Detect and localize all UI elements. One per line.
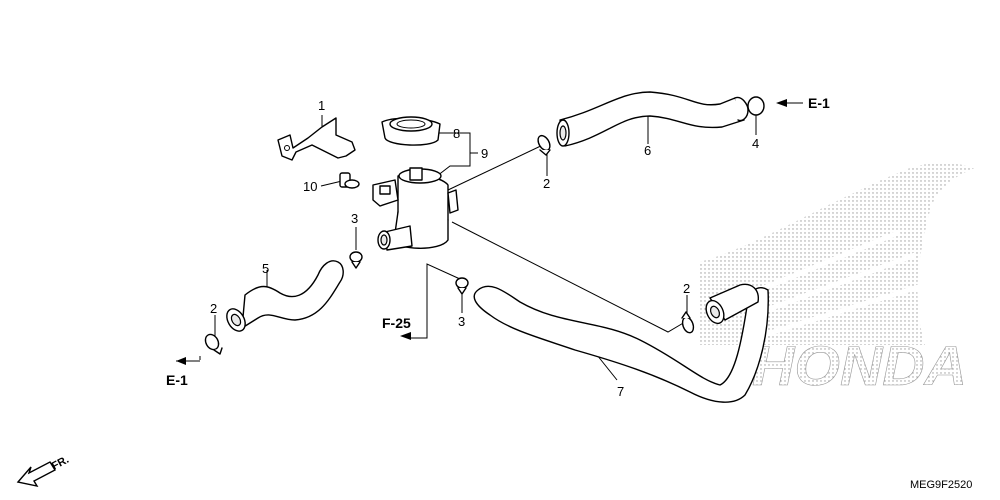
callout-7: 7 xyxy=(617,384,624,399)
arrow-left-icon xyxy=(776,99,787,107)
watermark-brand-text: HONDA xyxy=(752,334,967,397)
front-label: FR. xyxy=(50,454,71,473)
lower-hose-part xyxy=(473,283,769,403)
hose-clamps xyxy=(204,96,765,355)
clamp-upper-2 xyxy=(537,134,551,156)
reference-e1-top: E-1 xyxy=(808,95,830,111)
arrow-left-icon xyxy=(176,357,186,365)
callout-2-left: 2 xyxy=(210,301,217,316)
callout-10: 10 xyxy=(303,179,317,194)
left-hose-part xyxy=(226,260,344,332)
callout-3-lower: 3 xyxy=(458,314,465,329)
arrow-left-icon xyxy=(400,332,411,340)
callout-6: 6 xyxy=(644,143,651,158)
callout-9: 9 xyxy=(481,146,488,161)
reference-f25: F-25 xyxy=(382,315,411,331)
upper-hose-part xyxy=(556,91,749,147)
callout-3-left: 3 xyxy=(351,211,358,226)
reference-labels: E-1 E-1 F-25 xyxy=(166,95,830,388)
callout-4: 4 xyxy=(752,136,759,151)
clamp-left-3 xyxy=(349,251,363,269)
clamp-lower-3 xyxy=(455,277,469,295)
callout-numbers: 1 8 9 10 3 2 6 4 5 2 3 2 7 xyxy=(210,98,759,399)
bolt-part xyxy=(339,172,360,189)
bracket-part xyxy=(277,117,356,161)
callout-1: 1 xyxy=(318,98,325,113)
clamp-4 xyxy=(747,96,765,116)
reference-e1-bottom: E-1 xyxy=(166,372,188,388)
reference-arrows xyxy=(176,99,803,365)
clamp-lower-2 xyxy=(681,311,695,334)
front-arrow-icon xyxy=(16,461,56,488)
diagram-code: MEG9F2520 xyxy=(910,479,972,491)
air-injection-valve xyxy=(372,167,459,251)
front-direction-indicator: FR. xyxy=(16,454,71,488)
callout-2-upper: 2 xyxy=(543,176,550,191)
rubber-mount-part xyxy=(381,116,441,146)
callout-2-right: 2 xyxy=(683,281,690,296)
callout-8: 8 xyxy=(453,126,460,141)
callout-5: 5 xyxy=(262,261,269,276)
clamp-left-2 xyxy=(204,333,223,355)
